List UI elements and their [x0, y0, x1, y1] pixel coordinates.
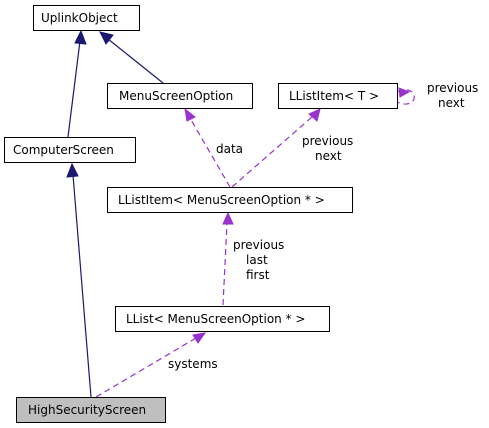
inheritance-edges	[66, 29, 164, 398]
node-llist-menuscreenoption-label: LList< MenuScreenOption * >	[126, 312, 305, 326]
node-menuscreenoption[interactable]: MenuScreenOption	[107, 83, 253, 109]
node-computerscreen-label: ComputerScreen	[13, 143, 114, 157]
arrowhead-uplinkobject-right	[99, 31, 114, 45]
arrowhead-llistitem-t	[308, 108, 321, 122]
node-menuscreenoption-label: MenuScreenOption	[119, 89, 233, 103]
edge-menuscreenoption-to-uplinkobject	[107, 38, 164, 84]
label-self-previous: previous	[427, 81, 478, 95]
node-highsecurityscreen[interactable]: HighSecurityScreen	[16, 397, 166, 423]
edge-llist-to-llistitem-mso	[222, 222, 228, 306]
edge-computerscreen-to-uplinkobject	[67, 40, 81, 138]
arrowhead-llist	[192, 332, 207, 344]
node-llistitem-menuscreenoption[interactable]: LListItem< MenuScreenOption * >	[107, 187, 353, 213]
node-llistitem-menuscreenoption-label: LListItem< MenuScreenOption * >	[118, 193, 325, 207]
label-list-first: first	[246, 268, 270, 282]
label-list-previous: previous	[233, 238, 284, 252]
arrowhead-llistitem-mso	[222, 211, 234, 225]
arrowhead-menuscreenoption	[184, 107, 196, 122]
edge-llistitem-mso-data	[189, 117, 231, 188]
label-self-next: next	[438, 96, 465, 110]
edge-highsecurityscreen-to-computerscreen	[72, 174, 92, 398]
node-llistitem-t[interactable]: LListItem< T >	[278, 83, 398, 109]
edge-labels: previous next data previous next previou…	[168, 81, 478, 371]
node-computerscreen[interactable]: ComputerScreen	[4, 137, 136, 163]
node-uplinkobject[interactable]: UplinkObject	[33, 5, 140, 31]
node-highsecurityscreen-label: HighSecurityScreen	[28, 403, 146, 417]
label-item-previous: previous	[302, 134, 353, 148]
label-item-next: next	[315, 149, 342, 163]
label-list-last: last	[246, 253, 268, 267]
arrowhead-llistitem-t-self	[398, 87, 411, 98]
node-llistitem-t-label: LListItem< T >	[289, 89, 379, 103]
node-llist-menuscreenoption[interactable]: LList< MenuScreenOption * >	[115, 306, 330, 332]
label-systems: systems	[168, 357, 218, 371]
node-uplinkobject-label: UplinkObject	[41, 11, 118, 25]
arrowhead-computerscreen	[66, 162, 79, 178]
edge-llistitem-mso-to-llistitem-t	[231, 116, 313, 188]
label-data: data	[216, 142, 243, 156]
arrowhead-uplinkobject-left	[74, 29, 87, 45]
usage-edges	[95, 87, 415, 398]
